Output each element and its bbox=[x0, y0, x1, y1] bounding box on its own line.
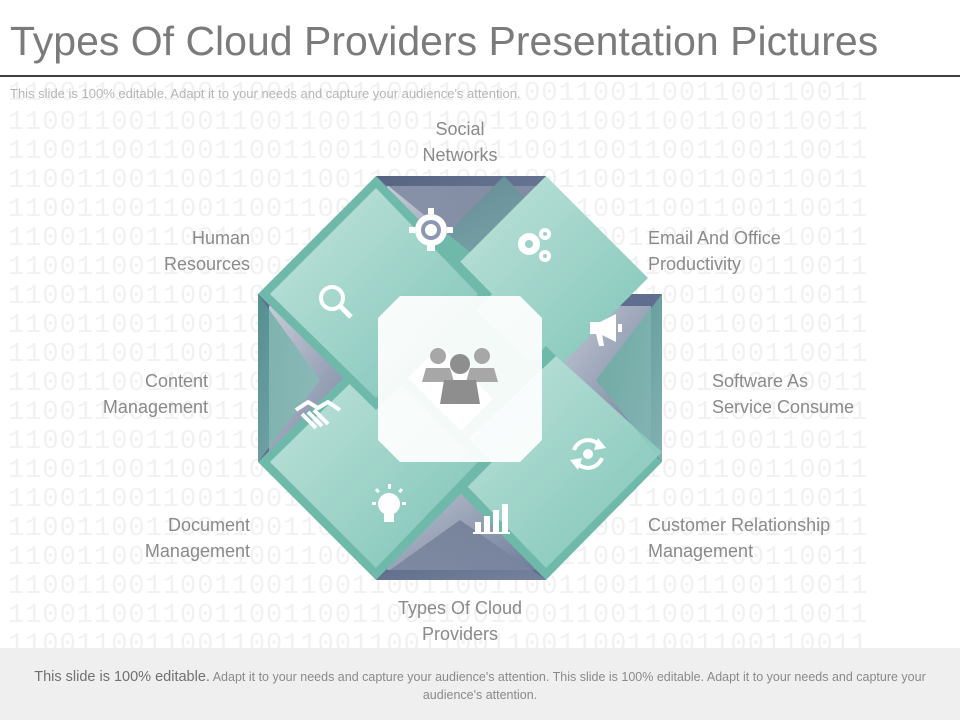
subtitle: This slide is 100% editable. Adapt it to… bbox=[10, 86, 521, 101]
footer-bar: This slide is 100% editable. Adapt it to… bbox=[0, 648, 960, 720]
center-octagon bbox=[378, 296, 542, 462]
lightbulb-icon bbox=[372, 484, 406, 522]
footer-text: This slide is 100% editable. Adapt it to… bbox=[20, 668, 940, 704]
label-document-management: Document Management bbox=[144, 515, 250, 561]
label-email-office: Email And Office Productivity bbox=[648, 228, 781, 274]
footer-lead: This slide is 100% editable. bbox=[34, 669, 210, 685]
label-types-of-cloud: Types Of Cloud Providers bbox=[397, 598, 523, 644]
gears-icon bbox=[518, 228, 551, 262]
page-title: Types Of Cloud Providers Presentation Pi… bbox=[10, 18, 879, 64]
label-customer-relationship: Customer Relationship Management bbox=[648, 515, 831, 561]
label-software-service: Software As Service Consume bbox=[712, 371, 855, 417]
label-content-management: Content Management bbox=[102, 371, 208, 417]
people-group-icon bbox=[422, 348, 498, 404]
magnifier-icon bbox=[319, 285, 353, 319]
title-divider bbox=[0, 75, 960, 77]
handshake-icon bbox=[294, 400, 342, 430]
refresh-gear-icon bbox=[570, 438, 606, 470]
lightbulb-gear-icon bbox=[409, 208, 453, 251]
footer-body: Adapt it to your needs and capture your … bbox=[209, 670, 926, 702]
label-human-resources: Human Resources bbox=[163, 228, 250, 274]
megaphone-icon bbox=[590, 314, 622, 346]
label-social-networks: Social Networks bbox=[422, 119, 498, 165]
bar-chart-icon bbox=[473, 504, 510, 534]
